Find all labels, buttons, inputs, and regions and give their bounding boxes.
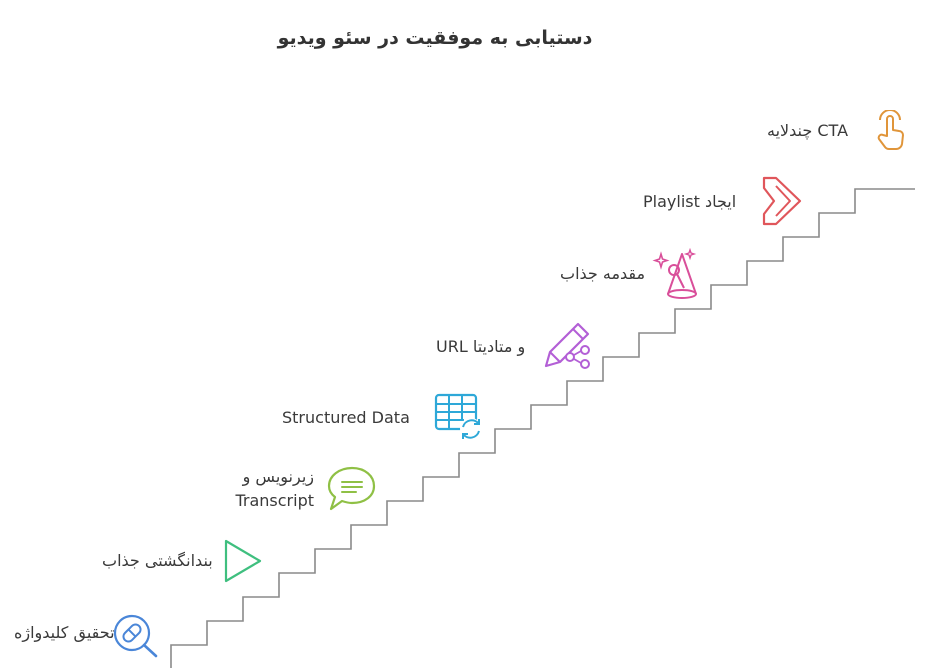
next-arrow-icon xyxy=(762,176,802,226)
step-label-subtitles: زیرنویس و xyxy=(242,467,314,486)
spotlight-microphone-icon xyxy=(652,248,697,299)
diagram-title: دستیابی به موفقیت در سئو ویدیو xyxy=(277,27,593,49)
step-label-structured-data: Structured Data xyxy=(282,408,410,427)
step-label-intro: مقدمه جذاب xyxy=(560,264,646,283)
table-refresh-icon xyxy=(434,393,482,440)
step-label-subtitles-line2: Transcript xyxy=(235,491,314,510)
pen-share-icon xyxy=(544,322,590,369)
chat-bubble-icon xyxy=(327,466,376,511)
step-label-thumbnail: بندانگشتی جذاب xyxy=(102,551,213,570)
play-triangle-icon xyxy=(224,539,262,583)
step-label-url-metadata: URL و متادیتا xyxy=(436,337,526,356)
step-label-playlist: Playlist ایجاد xyxy=(643,192,737,211)
step-label-cta: چندلایه CTA xyxy=(767,121,849,140)
tap-hand-icon xyxy=(877,110,904,151)
search-capsule-icon xyxy=(113,614,158,658)
step-label-keyword-research: تحقیق کلیدواژه xyxy=(14,623,115,642)
